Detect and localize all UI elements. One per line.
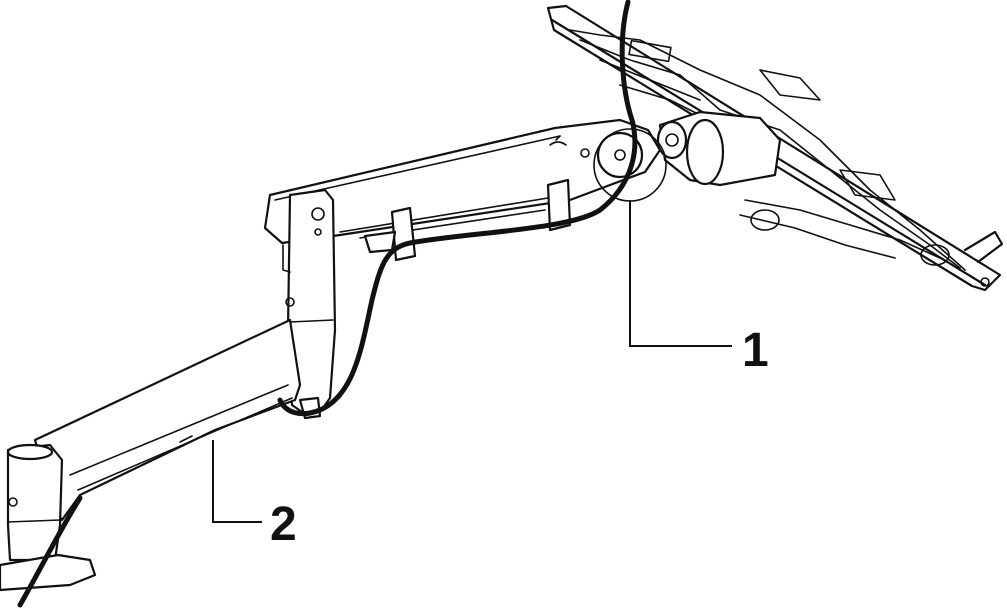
callout-1-leader xyxy=(629,200,732,347)
lower-arm xyxy=(33,318,322,522)
callout-2-label: 2 xyxy=(270,498,297,551)
callout-1-label: 1 xyxy=(742,324,769,377)
desk-base xyxy=(0,443,97,592)
tilt-head xyxy=(656,110,782,187)
callout-2-leader xyxy=(212,440,262,523)
cable xyxy=(17,0,638,608)
